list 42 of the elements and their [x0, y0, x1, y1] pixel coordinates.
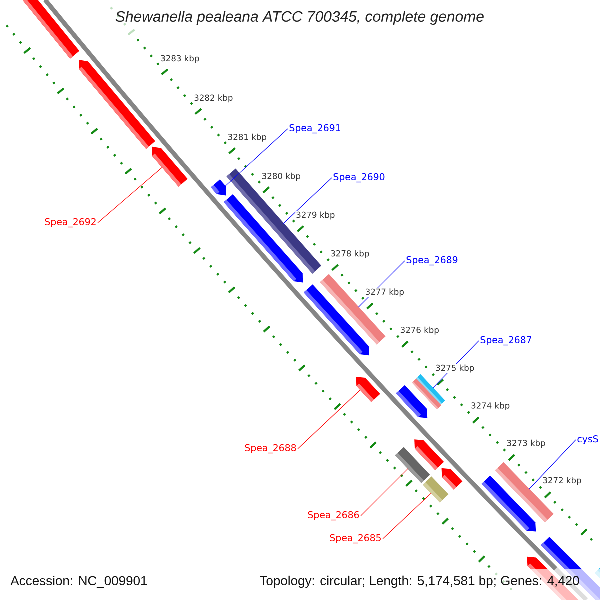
leader-line	[529, 440, 576, 490]
scale-label: 3280 kbp	[261, 172, 302, 182]
scale-label: 3282 kbp	[194, 94, 234, 104]
gene-bar	[395, 447, 430, 484]
scale-label: 3283 kbp	[160, 54, 200, 64]
gene-label: Spea_2685	[330, 534, 381, 544]
gene-bar	[541, 537, 600, 600]
scale-label: 3275 kbp	[435, 364, 476, 374]
gene-bar	[22, 0, 80, 59]
leader-line	[283, 178, 332, 224]
leader-line	[225, 128, 288, 187]
gene-label: cysS	[578, 436, 598, 444]
leader-line	[98, 167, 163, 224]
gene-block	[152, 146, 188, 187]
title: Shewanella pealeana ATCC 700345, complete genome	[116, 11, 484, 25]
gene-label: Spea_2687	[480, 336, 532, 346]
gene-block	[356, 376, 380, 402]
footer-text: Topology: circular; Length: 5,174,581 bp; Genes: 4,420	[260, 576, 580, 588]
leader-line	[360, 468, 408, 516]
scale-label: 3272 kbp	[542, 476, 582, 486]
scale-label: 3278 kbp	[330, 250, 370, 259]
gene-label: Spea_2691	[290, 124, 340, 134]
gene-bar	[422, 476, 449, 503]
gene-label: Spea_2686	[308, 511, 360, 521]
scale-label: 3279 kbp	[296, 211, 336, 220]
footer-text: Accession: NC_009901	[10, 576, 148, 588]
gene-block	[442, 468, 463, 490]
gene-block	[79, 60, 156, 150]
gene-label: Spea_2689	[406, 256, 458, 266]
scale-label: 3281 kbp	[227, 133, 268, 142]
leader-line	[382, 493, 432, 540]
gene-label: Spea_2690	[334, 173, 385, 183]
gene-block	[482, 476, 536, 532]
scale-label: 3273 kbp	[506, 439, 546, 448]
gene-block	[211, 180, 226, 196]
gene-block	[396, 385, 428, 418]
gene-label: Spea_2692	[45, 218, 96, 228]
scale-label: 3277 kbp	[364, 288, 405, 298]
leader-line	[298, 390, 361, 450]
scale-label: 3274 kbp	[470, 402, 511, 411]
scale-label: 3276 kbp	[400, 326, 440, 336]
gene-label: Spea_2688	[245, 444, 296, 454]
